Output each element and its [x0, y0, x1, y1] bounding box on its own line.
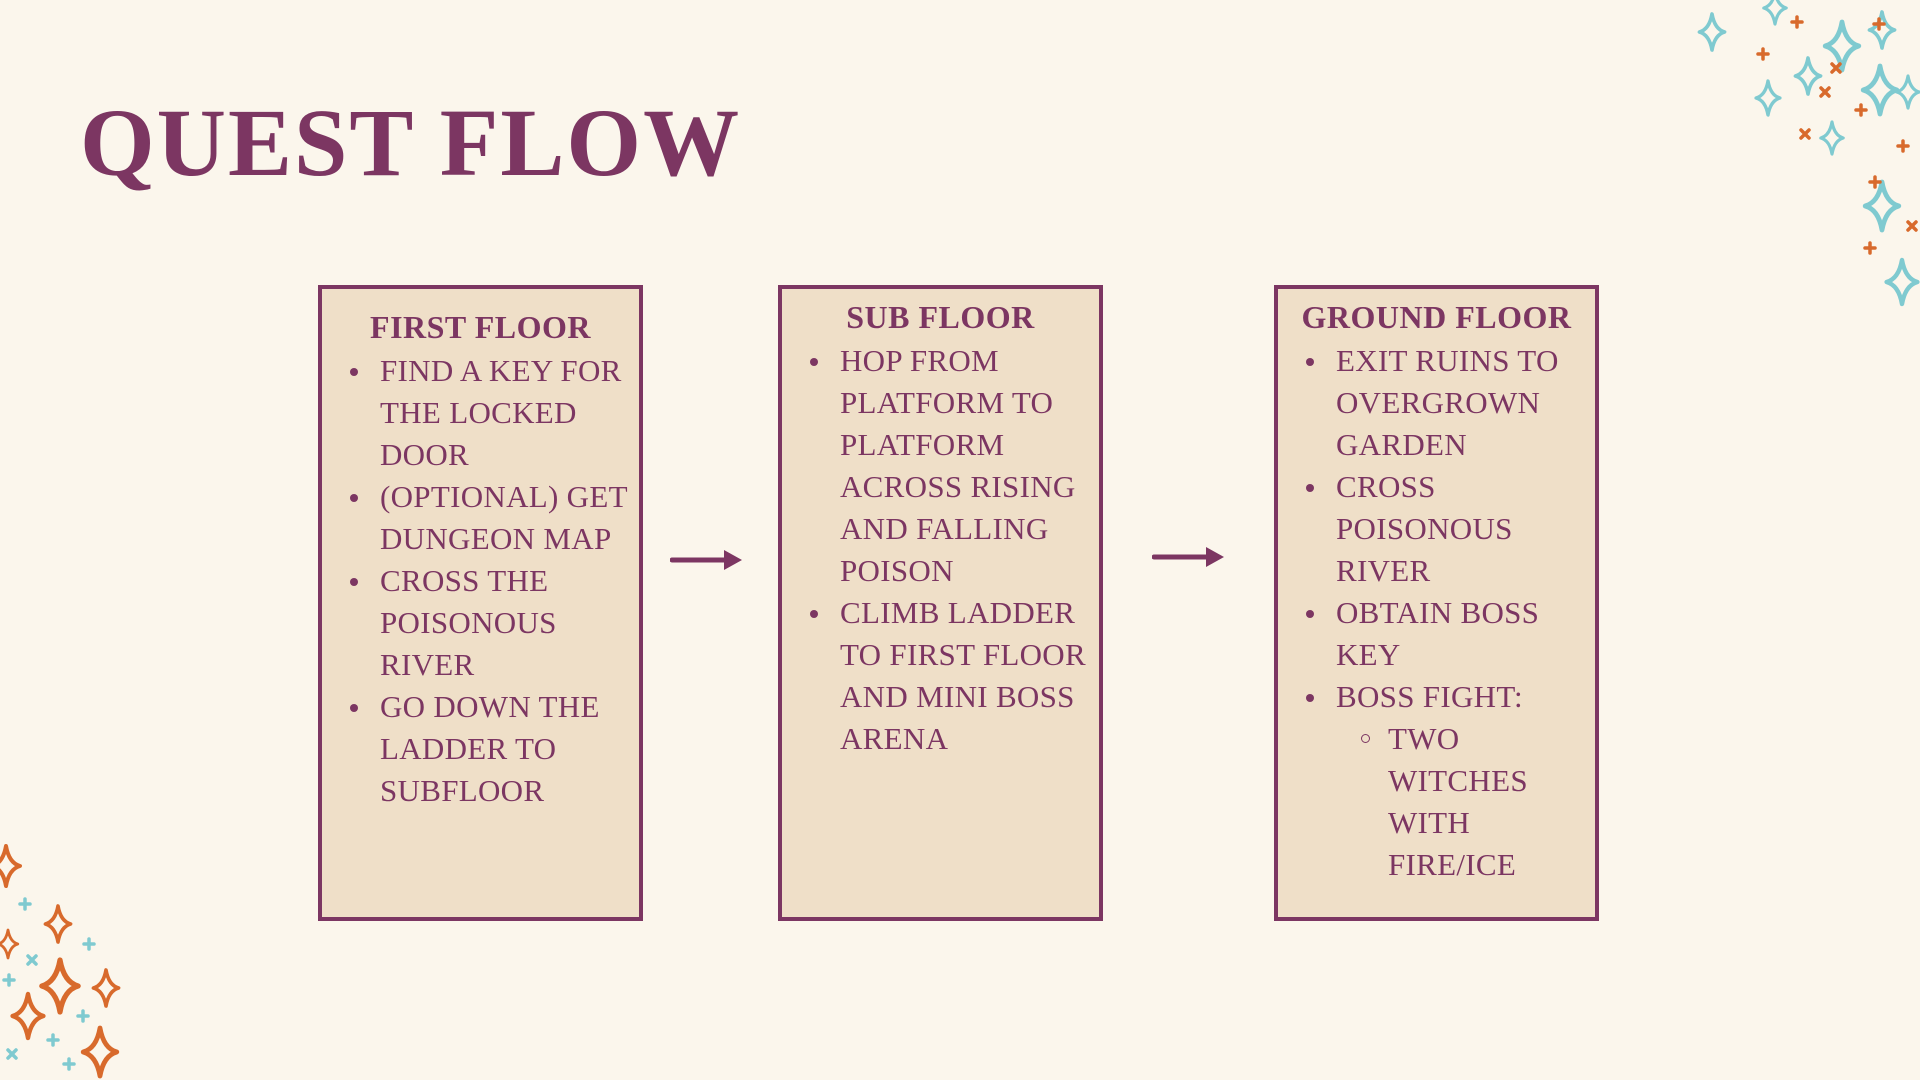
- ground-floor-heading: GROUND FLOOR: [1301, 299, 1572, 335]
- sub-floor-card: SUB FLOOR HOP FROM PLATFORM TO PLATFORM …: [778, 285, 1103, 921]
- ground-floor-step-1: EXIT RUINS TO OVERGROWN GARDEN: [1306, 340, 1595, 466]
- first-floor-card: FIRST FLOOR FIND A KEY FOR THE LOCKED DO…: [318, 285, 643, 921]
- sub-floor-step-1: HOP FROM PLATFORM TO PLATFORM ACROSS RIS…: [810, 340, 1099, 592]
- ground-floor-card: GROUND FLOOR EXIT RUINS TO OVERGROWN GAR…: [1274, 285, 1599, 921]
- boss-fight-detail: TWO WITCHES WITH FIRE/ICE: [1361, 718, 1595, 886]
- first-floor-step-1: FIND A KEY FOR THE LOCKED DOOR: [350, 350, 639, 476]
- first-floor-step-2: (OPTIONAL) GET DUNGEON MAP: [350, 476, 639, 560]
- ground-floor-step-2: CROSS POISONOUS RIVER: [1306, 466, 1595, 592]
- boss-fight-label: BOSS FIGHT:: [1336, 679, 1523, 714]
- sub-floor-step-2: CLIMB LADDER TO FIRST FLOOR AND MINI BOS…: [810, 592, 1099, 760]
- arrow-right-icon: [670, 550, 742, 570]
- arrow-right-icon: [1152, 547, 1224, 567]
- first-floor-step-3: CROSS THE POISONOUS RIVER: [350, 560, 639, 686]
- sub-floor-heading: SUB FLOOR: [846, 299, 1035, 335]
- page-title: QUEST FLOW: [80, 89, 742, 196]
- first-floor-heading: FIRST FLOOR: [370, 309, 591, 345]
- ground-floor-step-4: BOSS FIGHT: TWO WITCHES WITH FIRE/ICE: [1306, 676, 1595, 886]
- sparkle-star-icon: [1697, 0, 1920, 320]
- ground-floor-step-3: OBTAIN BOSS KEY: [1306, 592, 1595, 676]
- sparkle-star-icon: [0, 844, 121, 1080]
- first-floor-step-4: GO DOWN THE LADDER TO SUBFLOOR: [350, 686, 639, 812]
